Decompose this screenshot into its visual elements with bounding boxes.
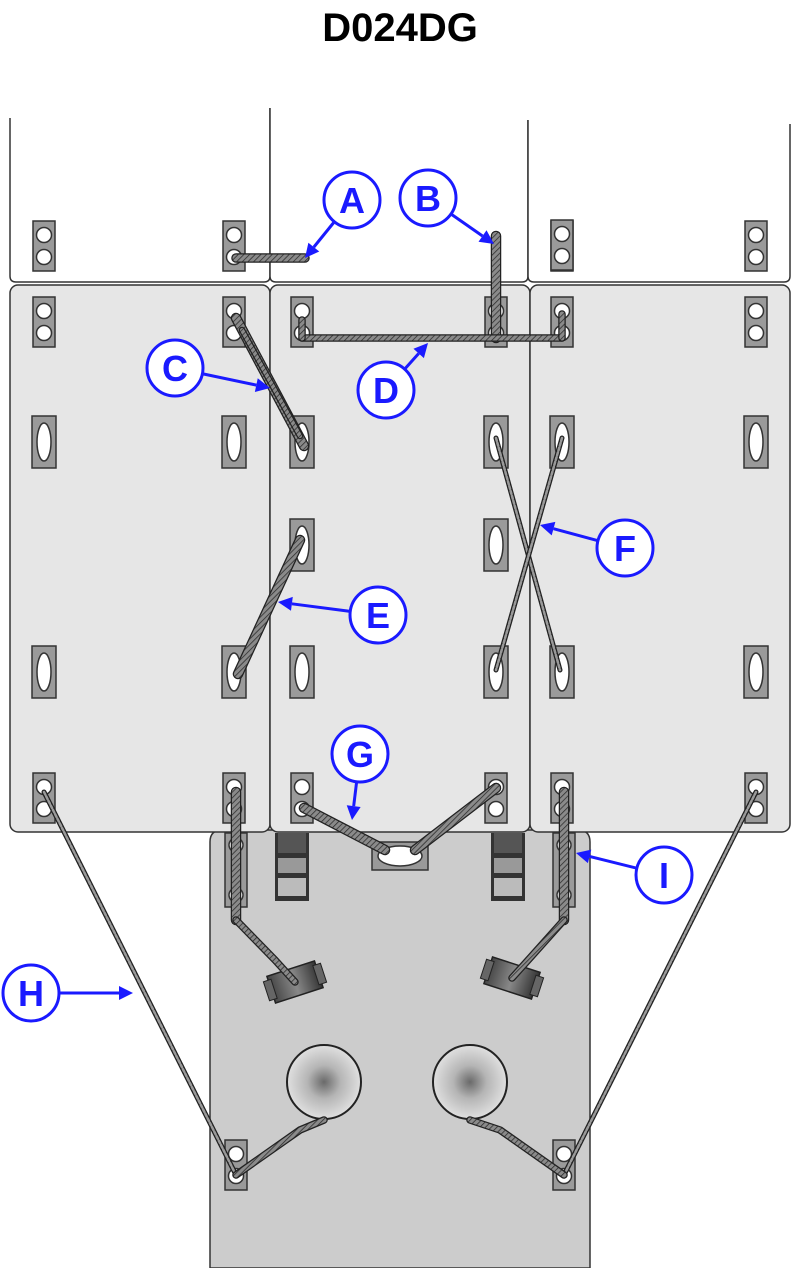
slot-fitting xyxy=(483,645,509,699)
lashing-f-2 xyxy=(493,435,565,673)
disc-right xyxy=(432,1044,508,1120)
callout-circle xyxy=(1,963,61,1023)
slot-fitting xyxy=(289,645,315,699)
callout-label: I xyxy=(659,855,669,896)
lashing-c-inner xyxy=(238,326,304,440)
callout-d: D xyxy=(356,343,428,420)
callout-h: H xyxy=(1,963,133,1023)
callout-label: B xyxy=(415,178,441,219)
callout-arrowhead xyxy=(540,521,556,536)
double-hole-fitting xyxy=(550,219,574,271)
callout-b: B xyxy=(398,168,494,244)
turnbuckle-strap-right xyxy=(508,916,568,982)
ribbed-block-left xyxy=(275,833,309,901)
slot-fitting xyxy=(31,645,57,699)
callout-arrow xyxy=(312,220,336,249)
callout-arrowhead xyxy=(305,242,320,258)
callout-circle xyxy=(595,518,655,578)
callout-arrowhead xyxy=(278,596,293,611)
callout-arrow xyxy=(589,854,638,870)
diagram-title: D024DG xyxy=(322,6,478,50)
double-hole-fitting xyxy=(32,220,56,272)
double-hole-fitting xyxy=(744,296,768,348)
callout-label: E xyxy=(366,595,390,636)
callout-arrowhead xyxy=(119,986,133,1000)
double-hole-fitting xyxy=(222,220,246,272)
lashing-g-left xyxy=(298,802,391,856)
callout-arrow xyxy=(553,527,599,543)
callout-label: F xyxy=(614,528,636,569)
double-hole-fitting xyxy=(744,772,768,824)
lashing-h-right xyxy=(561,789,759,1178)
panel-left xyxy=(9,284,271,833)
ribbed-block-right xyxy=(491,833,525,901)
callout-e: E xyxy=(278,585,408,645)
callout-arrow xyxy=(352,781,359,807)
callout-arrowhead xyxy=(346,805,361,820)
double-hole-fitting xyxy=(32,296,56,348)
callout-arrowhead xyxy=(576,849,592,864)
callout-circle xyxy=(634,845,694,905)
callout-arrowhead xyxy=(413,343,428,359)
pedestal xyxy=(209,829,591,1268)
callout-circle xyxy=(330,724,390,784)
pedestal-fitting-bottom xyxy=(224,1139,248,1191)
callout-arrow xyxy=(291,602,351,613)
callout-circle xyxy=(145,338,205,398)
pedestal-devices xyxy=(262,833,545,1120)
panel-right xyxy=(529,284,791,833)
callout-circle xyxy=(322,170,382,230)
lashing-h-left xyxy=(41,789,239,1178)
callout-arrow xyxy=(450,212,484,238)
double-hole-fitting xyxy=(484,772,508,824)
slot-fitting xyxy=(743,415,769,469)
slot-fitting xyxy=(743,645,769,699)
callout-a: A xyxy=(305,170,382,258)
lashing-g-right xyxy=(409,782,502,856)
lashing-e xyxy=(232,534,306,680)
callout-label: A xyxy=(339,180,365,221)
double-hole-fitting xyxy=(32,772,56,824)
callout-arrowhead xyxy=(478,230,494,244)
disc-strap-left xyxy=(232,1116,328,1179)
callout-c: C xyxy=(145,338,270,398)
callout-label: G xyxy=(346,734,374,775)
double-hole-fitting xyxy=(744,220,768,272)
callouts: A B C D E F G H I xyxy=(1,168,694,1023)
callout-label: H xyxy=(18,973,44,1014)
callout-f: F xyxy=(540,518,655,578)
callout-circle xyxy=(356,360,416,420)
callout-circle xyxy=(398,168,458,228)
disc-strap-right xyxy=(466,1116,568,1179)
callout-i: I xyxy=(576,845,694,905)
slot-fitting xyxy=(483,518,509,572)
callout-label: D xyxy=(373,370,399,411)
callout-arrowhead xyxy=(254,378,270,392)
disc-left xyxy=(286,1044,362,1120)
main-panels xyxy=(9,284,791,833)
callout-label: C xyxy=(162,348,188,389)
lashings xyxy=(41,230,759,1179)
turnbuckle-strap-left xyxy=(232,916,299,986)
slot-fitting xyxy=(31,415,57,469)
callout-arrow xyxy=(202,372,257,387)
callout-arrow xyxy=(403,352,420,371)
callout-circle xyxy=(348,585,408,645)
slot-fitting xyxy=(221,415,247,469)
callout-g: G xyxy=(330,724,390,820)
upper-panels xyxy=(9,108,791,283)
